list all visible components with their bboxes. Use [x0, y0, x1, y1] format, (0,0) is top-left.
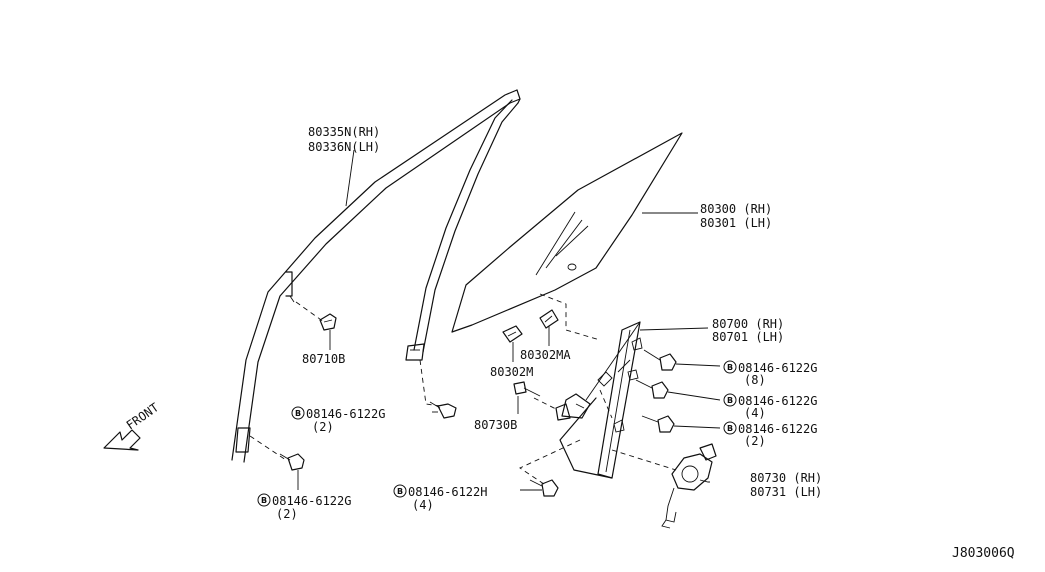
bolt-h [529, 479, 559, 497]
label-80730: 80730 (RH) [750, 471, 822, 485]
regulator-motor [661, 443, 717, 529]
bolt-badge-letter: B [727, 424, 733, 433]
door-glass [451, 132, 683, 333]
label-bolt-g-left: 08146-6122G [306, 407, 385, 421]
bolt-4 [635, 379, 669, 399]
bolt-label-bottom: B 08146-6122G (2) [257, 493, 351, 521]
bolt-2-right [641, 415, 675, 433]
label-80302m: 80302M [490, 365, 533, 379]
bolt-label-h: B 08146-6122H (4) [393, 484, 487, 512]
clip-80710b [319, 313, 337, 331]
label-bolt-g-4: 08146-6122G [738, 394, 817, 408]
bolt-label-8: B 08146-6122G (8) [723, 360, 817, 387]
bolt-badge-letter: B [261, 496, 267, 505]
label-80302ma: 80302MA [520, 348, 571, 362]
label-bolt-g-bottom-qty: (2) [276, 507, 298, 521]
label-80701: 80701 (LH) [712, 330, 784, 344]
diagram-code: J803006Q [952, 546, 1015, 561]
bolt-badge-letter: B [397, 487, 403, 496]
label-bolt-h-qty: (4) [412, 498, 434, 512]
label-80731: 80731 (LH) [750, 485, 822, 499]
door-sash [231, 89, 521, 463]
label-bolt-g-8-qty: (8) [744, 373, 766, 387]
window-regulator [555, 321, 643, 479]
label-80301: 80301 (LH) [700, 216, 772, 230]
bolt-sash-lower [279, 453, 305, 471]
bolt-sash-upper [429, 401, 457, 419]
front-label: FRONT [124, 400, 162, 432]
bolt-badge-icon [393, 484, 407, 498]
label-80335n: 80335N(RH) [308, 125, 380, 139]
bolt-badge-letter: B [727, 363, 733, 372]
label-bolt-g-left-qty: (2) [312, 420, 334, 434]
bolt-badge-icon [291, 406, 305, 420]
bolt-badge-letter: B [727, 396, 733, 405]
leader-lines [297, 149, 721, 491]
label-bolt-h: 08146-6122H [408, 485, 487, 499]
bolt-label-4: B 08146-6122G (4) [723, 393, 817, 420]
glass-holder-80302m [502, 325, 523, 343]
bolt-label-left: B 08146-6122G (2) [291, 406, 385, 434]
bolt-8 [643, 349, 677, 371]
front-arrow: FRONT [103, 400, 162, 451]
label-bolt-g-4-qty: (4) [744, 406, 766, 420]
label-80710b: 80710B [302, 352, 345, 366]
bolt-badge-icon [723, 421, 737, 435]
label-bolt-g-right: 08146-6122G [738, 422, 817, 436]
label-80300: 80300 (RH) [700, 202, 772, 216]
glass-holder-80302ma [539, 309, 559, 329]
bolt-80730b [513, 381, 541, 397]
bolt-badge-letter: B [295, 409, 301, 418]
label-bolt-g-8: 08146-6122G [738, 361, 817, 375]
bolt-label-right-2: B 08146-6122G (2) [723, 421, 817, 448]
bolt-badge-icon [257, 493, 271, 507]
label-80730b: 80730B [474, 418, 517, 432]
bolt-badge-icon [723, 393, 737, 407]
label-80700: 80700 (RH) [712, 317, 784, 331]
label-80336n: 80336N(LH) [308, 140, 380, 154]
assembly-lines [249, 293, 677, 485]
label-bolt-g-bottom: 08146-6122G [272, 494, 351, 508]
bolt-badge-icon [723, 360, 737, 374]
label-bolt-g-right-qty: (2) [744, 434, 766, 448]
